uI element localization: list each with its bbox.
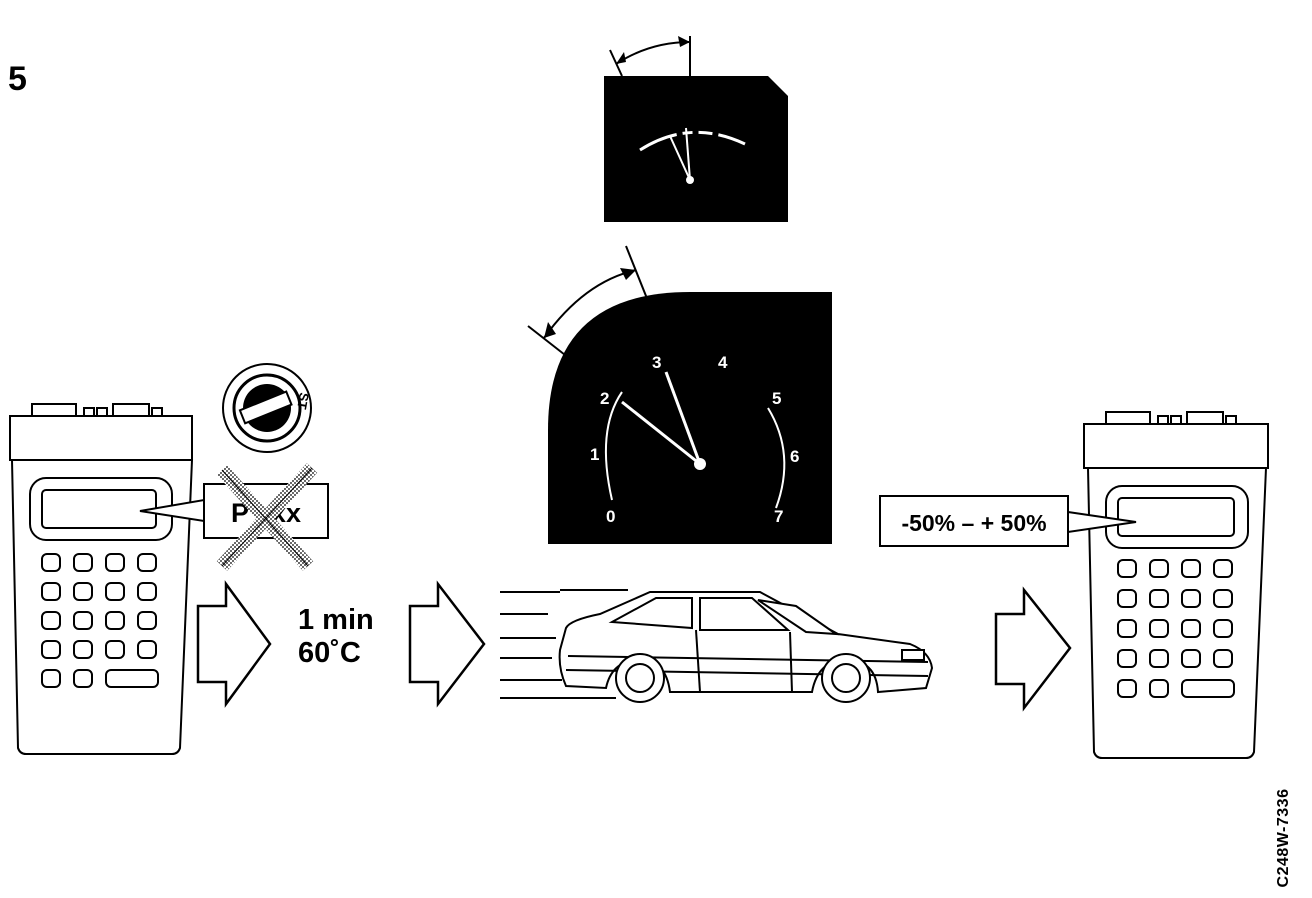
arrow-icon — [196, 580, 272, 708]
temperature-label: 60˚C — [298, 637, 361, 669]
scale-label-5: 5 — [772, 389, 781, 408]
figure-code: C248W-7336 — [1262, 780, 1306, 895]
scale-label-4: 4 — [718, 353, 728, 372]
adaptation-range-callout: -50% – + 50% — [879, 495, 1137, 547]
diagnostic-tester-right — [1083, 411, 1269, 759]
adaptation-range-text: -50% – + 50% — [901, 510, 1046, 536]
scale-label-7: 7 — [774, 507, 783, 526]
scale-label-0: 0 — [606, 507, 615, 526]
keypad-left — [41, 553, 159, 688]
arrow-icon — [408, 580, 486, 708]
fault-code-callout: P xxx — [139, 463, 329, 571]
car-driving — [500, 589, 934, 703]
warmup-conditions: 1 min 60˚C — [298, 604, 374, 670]
cross-out-icon — [216, 463, 318, 571]
scale-label-3: 3 — [652, 353, 661, 372]
arrow-icon — [994, 586, 1072, 712]
figure-code-text: C248W-7336 — [1275, 788, 1292, 887]
scale-label-6: 6 — [790, 447, 799, 466]
ignition-key-icon: ST — [222, 363, 312, 453]
duration-label: 1 min — [298, 604, 374, 636]
speed-lines — [500, 589, 628, 699]
temperature-gauge — [604, 36, 788, 222]
step-number: 5 — [8, 60, 27, 98]
rpm-gauge: 0 1 2 3 4 5 6 7 — [527, 245, 832, 544]
keypad-right — [1117, 559, 1235, 698]
scale-label-1: 1 — [590, 445, 599, 464]
ignition-start-label: ST — [294, 391, 312, 410]
diagnostic-tester-left — [9, 403, 194, 755]
scale-label-2: 2 — [600, 389, 609, 408]
